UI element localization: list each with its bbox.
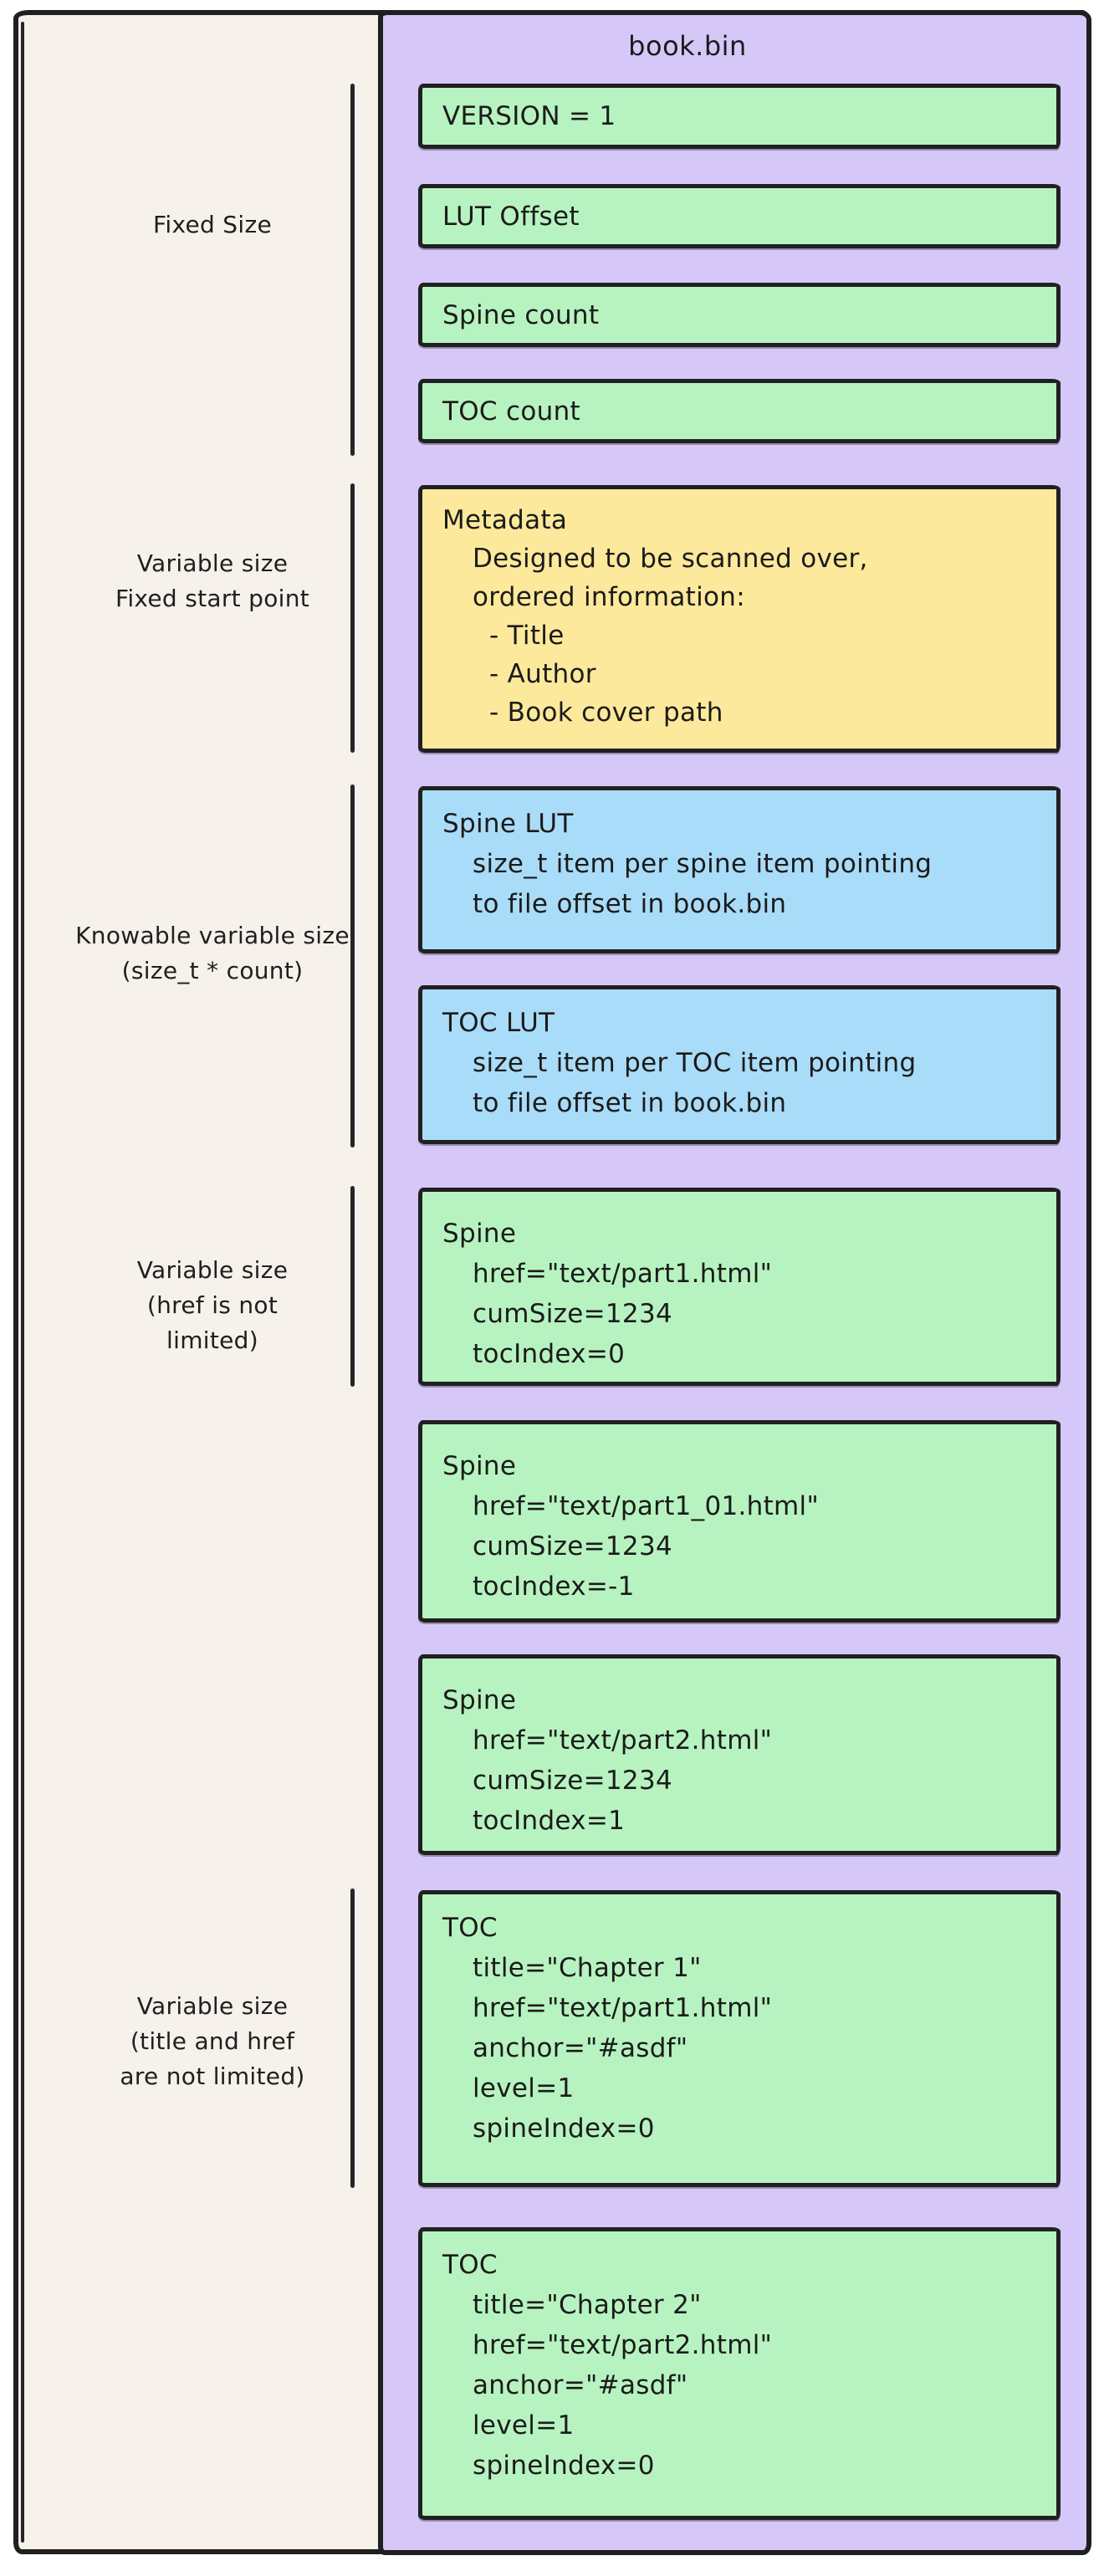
box-line: href="text/part1.html" <box>473 1259 773 1289</box>
box-line: Spine <box>442 1451 517 1481</box>
box-line: level=1 <box>473 2410 575 2441</box>
box-line: anchor="#asdf" <box>473 2370 688 2400</box>
box-line: Spine <box>442 1685 517 1715</box>
box-spine-3: Spine href="text/part2.html" cumSize=123… <box>418 1654 1061 1855</box>
box-line: href="text/part2.html" <box>473 2330 773 2360</box>
box-line: Spine count <box>442 299 600 330</box>
box-line: spineIndex=0 <box>473 2451 655 2481</box>
box-metadata: Metadata Designed to be scanned over, or… <box>418 485 1061 753</box>
label-knowable-variable-size: Knowable variable size (size_t * count) <box>32 918 393 989</box>
box-line: - Book cover path <box>489 698 723 728</box>
box-line: to file offset in book.bin <box>473 889 787 919</box>
label-line: (title and href <box>130 2027 295 2055</box>
label-line: Variable size <box>136 549 289 577</box>
box-line: tocIndex=0 <box>473 1339 626 1369</box>
box-line: Spine LUT <box>442 809 574 839</box>
box-spine-lut: Spine LUT size_t item per spine item poi… <box>418 786 1061 953</box>
box-line: href="text/part1.html" <box>473 1993 773 2023</box>
label-line: are not limited) <box>120 2062 305 2090</box>
label-line: Fixed Size <box>153 211 272 238</box>
box-line: to file offset in book.bin <box>473 1088 787 1118</box>
box-line: LUT Offset <box>442 201 580 232</box>
box-lut-offset: LUT Offset <box>418 184 1061 248</box>
box-line: anchor="#asdf" <box>473 2033 688 2063</box>
box-line: level=1 <box>473 2073 575 2103</box>
box-line: tocIndex=1 <box>473 1806 626 1836</box>
box-line: title="Chapter 1" <box>473 1953 702 1983</box>
bracket-variable-size-href <box>350 1186 355 1387</box>
box-spine-1: Spine href="text/part1.html" cumSize=123… <box>418 1188 1061 1386</box>
box-spine-2: Spine href="text/part1_01.html" cumSize=… <box>418 1420 1061 1623</box>
box-line: - Author <box>489 659 596 689</box>
box-line: - Title <box>489 621 565 651</box>
box-line: Spine <box>442 1219 517 1249</box>
box-line: cumSize=1234 <box>473 1766 672 1796</box>
label-line: limited) <box>166 1326 258 1354</box>
box-toc-1: TOC title="Chapter 1" href="text/part1.h… <box>418 1890 1061 2187</box>
box-line: Metadata <box>442 505 568 535</box>
label-line: Knowable variable size <box>75 922 350 949</box>
box-line: size_t item per spine item pointing <box>473 849 933 879</box>
box-toc-2: TOC title="Chapter 2" href="text/part2.h… <box>418 2227 1061 2520</box>
box-line: cumSize=1234 <box>473 1531 672 1561</box>
label-variable-size-href: Variable size (href is not limited) <box>32 1253 393 1358</box>
box-line: tocIndex=-1 <box>473 1572 635 1602</box>
box-line: spineIndex=0 <box>473 2113 655 2144</box>
box-version: VERSION = 1 <box>418 84 1061 149</box>
bracket-variable-fixed-start <box>350 483 355 753</box>
box-line: TOC LUT <box>442 1008 555 1038</box>
box-line: TOC <box>442 2250 498 2280</box>
bracket-variable-size-title-href <box>350 1889 355 2188</box>
label-line: Variable size <box>136 1992 289 2020</box>
label-line: (href is not <box>146 1291 279 1319</box>
box-toc-count: TOC count <box>418 379 1061 443</box>
box-line: title="Chapter 2" <box>473 2290 702 2320</box>
label-line: Fixed start point <box>115 585 310 612</box>
box-line: href="text/part1_01.html" <box>473 1491 820 1521</box>
left-panel-edge-line <box>21 22 24 2543</box>
bracket-knowable-variable-size <box>350 785 355 1147</box>
label-variable-fixed-start: Variable size Fixed start point <box>32 546 393 616</box>
file-title: book.bin <box>628 30 747 62</box>
box-line: cumSize=1234 <box>473 1299 672 1329</box>
label-fixed-size: Fixed Size <box>32 207 393 243</box>
label-variable-size-title-href: Variable size (title and href are not li… <box>32 1989 393 2094</box>
box-line: Designed to be scanned over, <box>473 544 868 574</box>
box-line: TOC <box>442 1913 498 1943</box>
bracket-fixed-size <box>350 84 355 456</box>
box-line: href="text/part2.html" <box>473 1725 773 1756</box>
box-line: TOC count <box>442 396 580 427</box>
box-line: size_t item per TOC item pointing <box>473 1048 917 1078</box>
box-line: ordered information: <box>473 582 745 612</box>
box-toc-lut: TOC LUT size_t item per TOC item pointin… <box>418 985 1061 1144</box>
box-spine-count: Spine count <box>418 283 1061 347</box>
label-line: (size_t * count) <box>121 957 304 984</box>
box-line: VERSION = 1 <box>442 101 616 131</box>
label-line: Variable size <box>136 1256 289 1284</box>
